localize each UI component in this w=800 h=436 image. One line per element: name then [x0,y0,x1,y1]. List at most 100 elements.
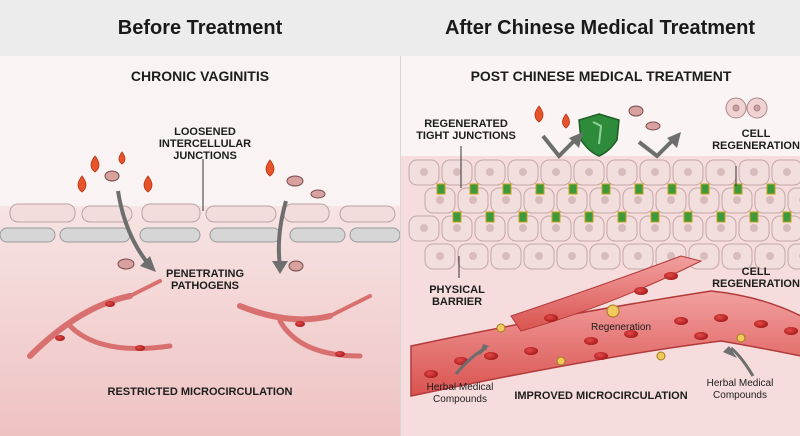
cell-nucleus [552,224,560,232]
red-blood-cell [634,287,648,295]
epithelial-cell [787,187,800,214]
fire-icon [534,105,570,129]
red-blood-cell [714,314,728,322]
cell-nucleus [766,252,774,260]
cell-nucleus [453,224,461,232]
cell-nucleus [783,168,791,176]
tight-junction [518,211,528,223]
red-blood-cell [484,352,498,360]
label-improved-microcirculation: IMPROVED MICROCIRCULATION [514,390,688,402]
label-herbal-compounds-right: Herbal Medical Compounds [706,378,774,401]
label-regeneration: Regeneration [590,322,652,333]
cell-nucleus [700,252,708,260]
cell-division-icon [725,97,768,119]
header-before-treatment: Before Treatment [0,0,400,56]
red-blood-cell [524,347,538,355]
red-blood-cell [544,314,558,322]
tight-junction [700,183,710,195]
cell-nucleus [502,252,510,260]
epithelial-cell [787,243,800,270]
fire-icon [77,151,275,193]
cell-nucleus [519,168,527,176]
red-blood-cell [424,370,438,378]
cell-nucleus [420,168,428,176]
tight-junction [551,211,561,223]
cell-nucleus [750,224,758,232]
tight-junction [535,183,545,195]
red-blood-cell [754,320,768,328]
cell-nucleus [535,196,543,204]
before-illustration [0,151,400,436]
cell-nucleus [436,252,444,260]
red-blood-cell [694,332,708,340]
tight-junction [634,183,644,195]
loose-epithelium [0,203,400,243]
cell-nucleus [618,224,626,232]
cell-nucleus [453,168,461,176]
panel-before-treatment: CHRONIC VAGINITIS LOOSENED INTERCELLULAR… [0,56,400,436]
cell-nucleus [585,224,593,232]
tight-junction [601,183,611,195]
after-illustration [401,97,800,436]
label-loosened-junctions: LOOSENED INTERCELLULAR JUNCTIONS [158,126,252,162]
label-cell-regeneration-top: CELL REGENERATION [712,128,800,152]
cell-nucleus [601,196,609,204]
cell-nucleus [634,196,642,204]
label-restricted-microcirculation: RESTRICTED MICROCIRCULATION [107,386,293,398]
cell-nucleus [700,196,708,204]
red-blood-cell [664,272,678,280]
tight-junction [683,211,693,223]
cell-nucleus [717,168,725,176]
panel-title: POST CHINESE MEDICAL TREATMENT [470,68,732,84]
restricted-vessels [27,279,372,359]
tight-junction [584,211,594,223]
tight-junction [650,211,660,223]
tight-junction [617,211,627,223]
cell-nucleus [684,168,692,176]
label-penetrating-pathogens: PENETRATING PATHOGENS [165,268,245,292]
cell-nucleus [766,196,774,204]
label-cell-regeneration-mid: CELL REGENERATION [712,266,800,290]
cell-nucleus [667,252,675,260]
cell-nucleus [618,168,626,176]
arrow-icon [116,190,288,268]
cell-nucleus [535,252,543,260]
tight-junction [766,183,776,195]
tight-junctions [436,183,792,223]
cell-nucleus [733,196,741,204]
cell-nucleus [667,196,675,204]
blood-cells [424,272,798,378]
cell-nucleus [568,252,576,260]
panel-after-treatment: POST CHINESE MEDICAL TREATMENT REGENERAT… [400,56,800,436]
label-herbal-compounds-left: Herbal Medical Compounds [426,382,494,405]
tight-junction [782,211,792,223]
cell-nucleus [651,168,659,176]
red-blood-cell [674,317,688,325]
cell-nucleus [502,196,510,204]
arrow-icon [541,134,677,159]
bacteria-icon [628,105,661,131]
tight-junction [716,211,726,223]
healthy-epithelium [408,159,800,270]
cell-nucleus [651,224,659,232]
cell-nucleus [486,168,494,176]
tight-junction [667,183,677,195]
cell-nucleus [469,196,477,204]
tissue-layer [0,206,400,436]
cell-nucleus [486,224,494,232]
blood-cells [55,301,345,357]
cell-nucleus [585,168,593,176]
branch-vessel [510,255,703,332]
bacteria-icon [104,170,326,272]
cell-nucleus [568,196,576,204]
cell-nucleus [634,252,642,260]
cell-nucleus [469,252,477,260]
cell-nucleus [436,196,444,204]
red-blood-cell [624,330,638,338]
cell-nucleus [601,252,609,260]
tight-junction [568,183,578,195]
header-after-treatment: After Chinese Medical Treatment [400,0,800,56]
label-regenerated-tight-junctions: REGENERATED TIGHT JUNCTIONS [416,118,516,142]
cell-nucleus [552,168,560,176]
cell-nucleus [750,168,758,176]
